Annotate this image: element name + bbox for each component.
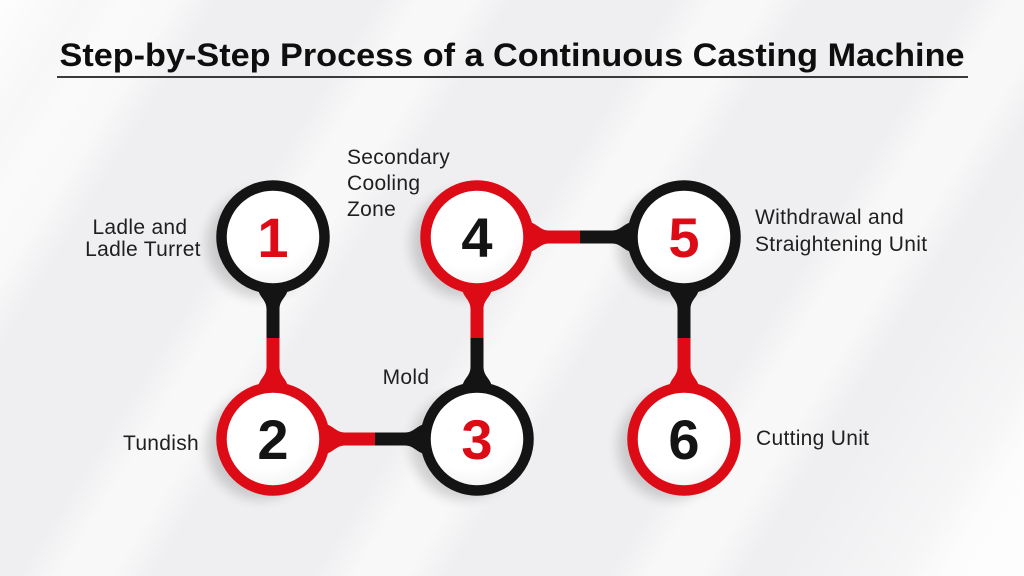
connector-lines: [258, 222, 699, 454]
step-5-circle: [627, 180, 741, 294]
step-labels: Ladle and Ladle Turret Tundish Mold Seco…: [85, 146, 927, 455]
step-4-number: 4: [461, 206, 492, 269]
step-numbers: 1 2 3 4 5 6: [257, 206, 699, 471]
connector-segment: [323, 424, 375, 454]
step-5-number: 5: [668, 206, 699, 269]
connector-segment: [669, 338, 699, 389]
step-1-number: 1: [257, 206, 288, 269]
step-3-number: 3: [461, 408, 492, 471]
step-5-label: Withdrawal and Straightening Unit: [755, 206, 927, 256]
step-3-label: Mold: [383, 366, 430, 389]
step-3-circle: [420, 382, 534, 496]
step-6-label: Cutting Unit: [756, 427, 869, 450]
step-2-circle: [216, 382, 330, 496]
connector-segment: [580, 222, 634, 252]
step-1-circle: [216, 180, 330, 294]
step-circles: [216, 180, 741, 496]
connector-segment: [258, 287, 288, 338]
connector-segment: [258, 338, 288, 389]
step-4-label: Secondary Cooling Zone: [347, 146, 456, 221]
step-6-circle: [627, 382, 741, 496]
connector-segment: [669, 287, 699, 338]
page-title: Step-by-Step Process of a Continuous Cas…: [60, 37, 965, 73]
step-2-label: Tundish: [123, 432, 199, 455]
step-2-number: 2: [257, 408, 288, 471]
connector-segment: [462, 287, 492, 338]
connector-segment: [462, 338, 492, 389]
connector-segment: [375, 424, 427, 454]
step-1-label: Ladle and Ladle Turret: [85, 216, 201, 261]
step-6-number: 6: [668, 408, 699, 471]
step-4-circle: [420, 180, 534, 294]
connector-segment: [527, 222, 581, 252]
